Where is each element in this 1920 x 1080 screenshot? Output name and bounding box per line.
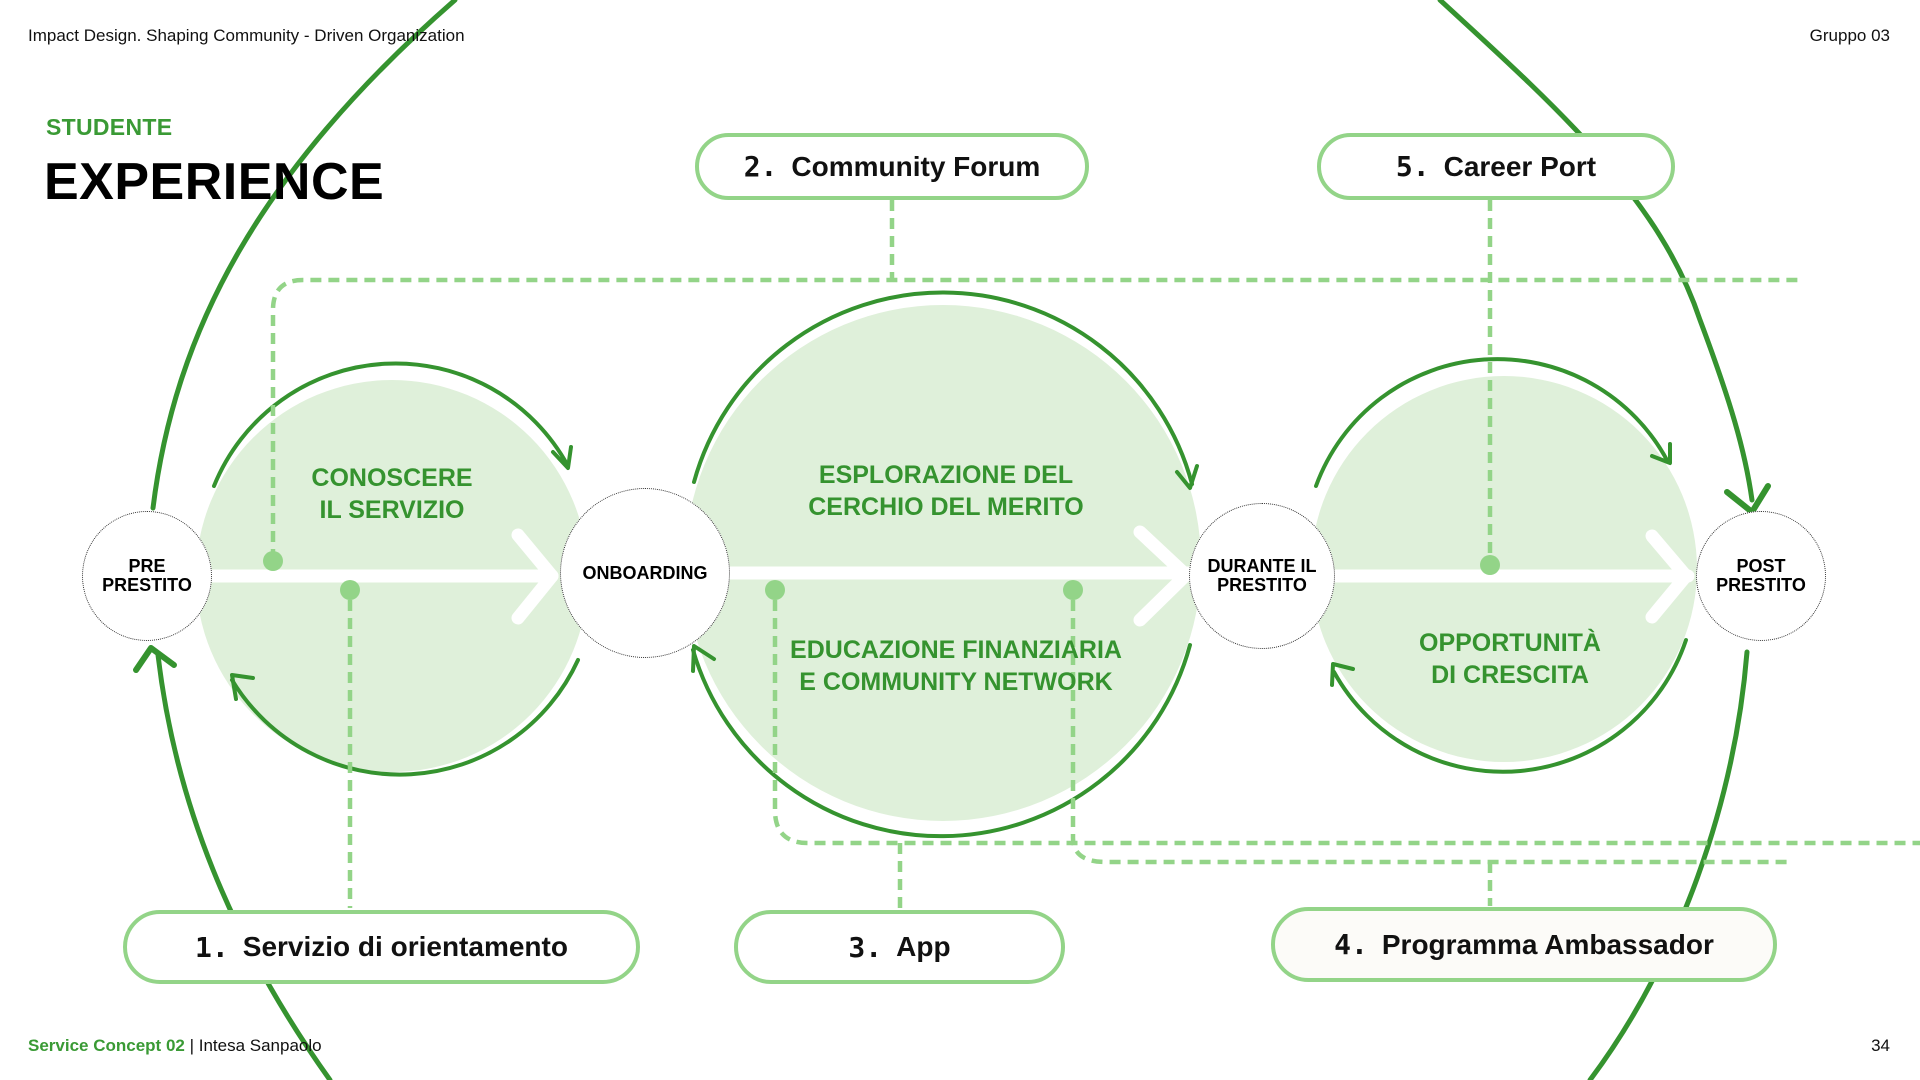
phase-label-conoscere: CONOSCERE IL SERVIZIO — [262, 462, 522, 526]
phase-3-top-arrow-icon — [1650, 442, 1672, 465]
chevron-right-icon — [511, 528, 559, 625]
chevron-right-icon — [1133, 525, 1193, 627]
stage-post-prestito: POST PRESTITO — [1696, 511, 1826, 641]
footer-credits: Service Concept 02 | Intesa Sanpaolo — [28, 1036, 322, 1056]
footer-company: Intesa Sanpaolo — [198, 1036, 322, 1055]
touchpoint-number: 1. — [195, 930, 229, 964]
touchpoint-label: Servizio di orientamento — [242, 931, 568, 962]
phase-2-top-arrow-icon — [1175, 464, 1199, 490]
touchpoint-dot — [263, 551, 283, 571]
phase-label-line: IL SERVIZIO — [319, 496, 465, 524]
touchpoint-label: Community Forum — [791, 150, 1041, 182]
touchpoint-dot — [340, 580, 360, 600]
phase-label-line: EDUCAZIONE FINANZIARIA — [790, 636, 1122, 664]
connector-top-horizontal — [270, 277, 1800, 560]
phase-label-line: OPPORTUNITÀ — [1419, 629, 1601, 657]
phase-circle-2 — [685, 305, 1201, 821]
presentation-title: Impact Design. Shaping Community - Drive… — [28, 26, 465, 45]
footer-separator: | — [184, 1036, 199, 1055]
phase-label-line: ESPLORAZIONE DEL — [818, 461, 1074, 489]
phase-2-arc-bottom — [691, 643, 1192, 839]
phase-1-arc-top — [212, 361, 570, 488]
stage-label-line: PRESTITO — [102, 575, 192, 595]
stage-durante-il-prestito: DURANTE IL PRESTITO — [1189, 503, 1335, 649]
phase-1-bottom-arrow-icon — [230, 673, 255, 701]
touchpoint-dot — [765, 580, 785, 600]
outer-arc-bottom-right — [1587, 649, 1750, 1080]
touchpoint-label: Career Port — [1443, 150, 1597, 182]
stage-label-line: DURANTE IL — [1207, 556, 1317, 576]
touchpoint-number: 3. — [848, 930, 883, 964]
touchpoint-career-port[interactable]: 5. Career Port — [1317, 133, 1675, 200]
phase-label-opportunita: OPPORTUNITÀ DI CRESCITA — [1380, 627, 1640, 691]
touchpoint-app[interactable]: 3. App — [734, 910, 1065, 984]
touchpoint-label: Programma Ambassador — [1381, 928, 1714, 960]
stage-pre-prestito: PRE PRESTITO — [82, 511, 212, 641]
touchpoint-servizio-di-orientamento[interactable]: 1. Servizio di orientamento — [123, 910, 640, 984]
page-number: 34 — [1871, 1036, 1890, 1055]
page-title: EXPERIENCE — [44, 153, 385, 211]
phase-1-arc-bottom — [230, 658, 580, 777]
touchpoint-number: 2. — [743, 150, 778, 183]
group-label: Gruppo 03 — [1809, 26, 1890, 45]
touchpoint-community-forum[interactable]: 2. Community Forum — [695, 133, 1089, 200]
phase-label-line: E COMMUNITY NETWORK — [799, 668, 1113, 696]
phase-label-line: CONOSCERE — [311, 464, 473, 492]
phase-3-arc-top — [1314, 357, 1670, 488]
stage-label-line: PRESTITO — [1217, 575, 1307, 595]
connector-ambassador — [1070, 600, 1790, 865]
connector-app-left — [772, 600, 1920, 846]
touchpoint-number: 5. — [1395, 150, 1430, 183]
phase-1-top-arrow-icon — [551, 445, 573, 470]
phase-circle-3 — [1311, 376, 1697, 762]
stage-onboarding: ONBOARDING — [560, 488, 730, 658]
phase-label-line: DI CRESCITA — [1431, 661, 1589, 689]
phase-3-bottom-arrow-icon — [1330, 662, 1355, 687]
arrow-into-post-icon — [1724, 483, 1771, 515]
phase-2-arc-top — [692, 290, 1194, 486]
phase-label-line: CERCHIO DEL MERITO — [808, 493, 1084, 521]
outer-arc-bottom-left — [155, 652, 333, 1080]
touchpoint-dot — [1480, 555, 1500, 575]
stage-label-line: ONBOARDING — [582, 562, 708, 583]
phase-2-bottom-arrow-icon — [691, 644, 716, 673]
phase-label-esplorazione: ESPLORAZIONE DEL CERCHIO DEL MERITO — [766, 459, 1126, 523]
phase-label-educazione: EDUCAZIONE FINANZIARIA E COMMUNITY NETWO… — [766, 634, 1146, 698]
stage-label-line: PRESTITO — [1716, 575, 1806, 595]
chevron-right-icon — [1645, 529, 1693, 624]
footer-brand: Service Concept 02 — [28, 1036, 185, 1055]
outer-arc-top-left — [150, 0, 458, 511]
arrow-into-pre-icon — [133, 645, 177, 673]
touchpoint-programma-ambassador[interactable]: 4. Programma Ambassador — [1271, 907, 1777, 982]
touchpoint-label: App — [896, 931, 951, 962]
phase-3-arc-bottom — [1332, 638, 1688, 774]
touchpoint-number: 4. — [1334, 928, 1368, 961]
persona-label: STUDENTE — [46, 114, 173, 140]
touchpoint-dot — [1063, 580, 1083, 600]
stage-label-line: PRE — [128, 556, 166, 576]
stage-label-line: POST — [1736, 556, 1786, 576]
